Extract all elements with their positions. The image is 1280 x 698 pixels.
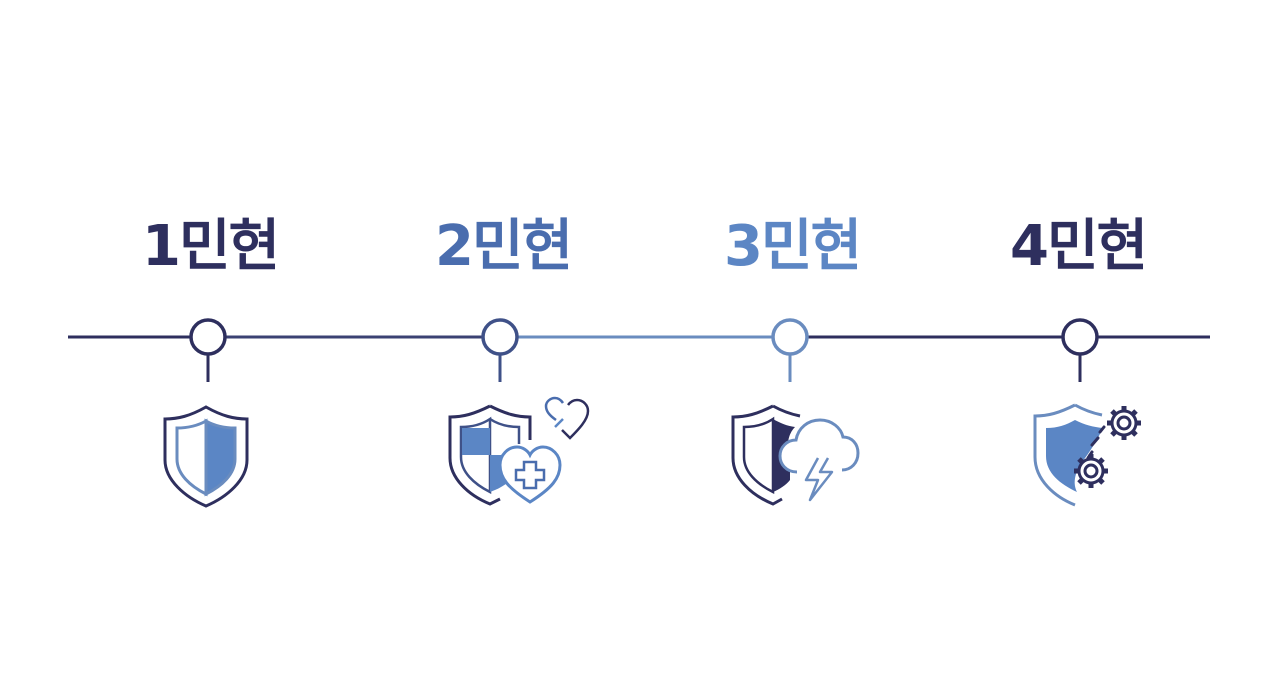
- shield-storm-cloud-icon: [731, 404, 860, 506]
- step-2-label: 2민현: [434, 214, 573, 279]
- step-4-label: 4민현: [1009, 214, 1148, 279]
- timeline-node-1: [189, 318, 227, 382]
- timeline-node-4: [1061, 318, 1099, 382]
- step-1-label: 1민현: [141, 214, 280, 279]
- timeline-node-2: [481, 318, 519, 382]
- step-3-label: 3민현: [723, 214, 862, 279]
- timeline-node-3: [771, 318, 809, 382]
- shield-gears-icon: [1033, 403, 1141, 507]
- shield-health-heart-icon: [448, 396, 590, 506]
- shield-half-icon: [163, 405, 249, 508]
